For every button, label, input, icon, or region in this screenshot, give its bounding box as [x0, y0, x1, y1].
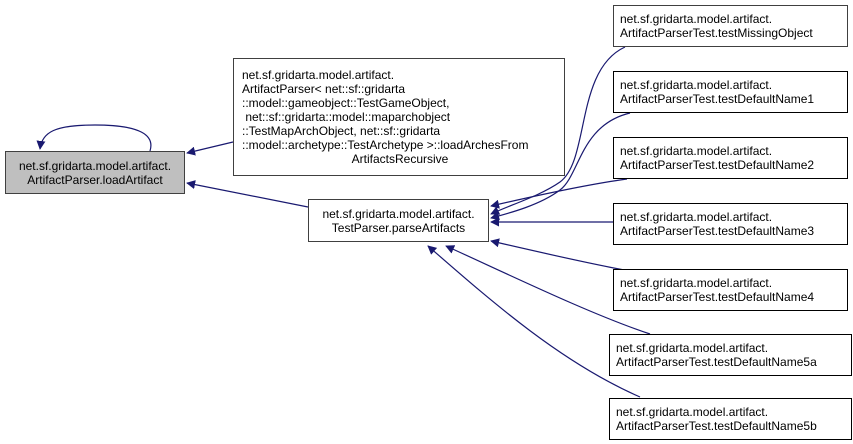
- node-label-line: net.sf.gridarta.model.artifact.: [322, 206, 475, 221]
- node-test-default-name-5a[interactable]: net.sf.gridarta.model.artifact. Artifact…: [609, 334, 852, 376]
- node-test-default-name-2[interactable]: net.sf.gridarta.model.artifact. Artifact…: [613, 137, 848, 179]
- edge-testDefaultName4-to-parseArtifacts: [490, 238, 631, 272]
- node-label-line: ArtifactParser.loadArtifact: [27, 172, 163, 187]
- node-label-line: ArtifactParserTest.testDefaultName3: [620, 224, 815, 238]
- edge-testDefaultName2-to-parseArtifacts: [490, 178, 628, 209]
- node-label-line: net.sf.gridarta.model.artifact.: [18, 158, 172, 173]
- node-label-line: ArtifactParserTest.testDefaultName5a: [616, 355, 817, 369]
- node-parse-artifacts[interactable]: net.sf.gridarta.model.artifact. TestPars…: [308, 199, 489, 242]
- node-label-line: ::model::gameobject::TestGameObject,: [242, 96, 450, 110]
- edge-parseArtifacts-to-loadArtifact: [186, 180, 309, 208]
- node-test-missing-object[interactable]: net.sf.gridarta.model.artifact. Artifact…: [613, 5, 848, 47]
- node-label-line: net.sf.gridarta.model.artifact.: [620, 12, 773, 26]
- node-label-line: net.sf.gridarta.model.artifact.: [620, 78, 773, 92]
- edge-testMissingObject-to-parseArtifacts: [490, 46, 626, 215]
- node-label-line: ArtifactParserTest.testDefaultName2: [620, 158, 815, 172]
- node-label-line: net.sf.gridarta.model.artifact.: [620, 210, 773, 224]
- node-label-line: TestParser.parseArtifacts: [331, 220, 466, 235]
- node-label-line: net.sf.gridarta.model.artifact.: [620, 144, 773, 158]
- edge-loadArchesFromArtifactsRecursive-to-loadArtifact: [186, 141, 234, 156]
- node-test-default-name-5b[interactable]: net.sf.gridarta.model.artifact. Artifact…: [609, 398, 852, 440]
- edge-testDefaultName1-to-parseArtifacts: [490, 112, 631, 221]
- node-label-line: ArtifactParserTest.testMissingObject: [620, 26, 813, 40]
- node-label-line: ::TestMapArchObject, net::sf::gridarta: [242, 124, 441, 138]
- node-label-line: ::model::archetype::TestArchetype >::loa…: [242, 138, 529, 152]
- node-label-line: net.sf.gridarta.model.artifact.: [620, 276, 773, 290]
- node-label-line: net.sf.gridarta.model.artifact.: [616, 405, 769, 419]
- node-label-line: ArtifactParserTest.testDefaultName1: [620, 92, 815, 106]
- edge-testDefaultName5b-to-parseArtifacts: [427, 245, 641, 398]
- node-load-arches-from-artifacts-recursive[interactable]: net.sf.gridarta.model.artifact. Artifact…: [233, 58, 565, 176]
- edge-loadArtifact-to-loadArtifact: [36, 124, 152, 152]
- node-test-default-name-3[interactable]: net.sf.gridarta.model.artifact. Artifact…: [613, 203, 848, 245]
- node-test-default-name-1[interactable]: net.sf.gridarta.model.artifact. Artifact…: [613, 71, 848, 113]
- node-test-default-name-4[interactable]: net.sf.gridarta.model.artifact. Artifact…: [613, 269, 848, 311]
- node-label-line: net::sf::gridarta::model::maparchobject: [242, 110, 451, 124]
- edge-testDefaultName5a-to-parseArtifacts: [445, 245, 651, 335]
- node-label-line: net.sf.gridarta.model.artifact.: [616, 341, 769, 355]
- node-label-line: ArtifactParser< net::sf::gridarta: [242, 82, 406, 96]
- node-label-line: ArtifactParserTest.testDefaultName4: [620, 290, 815, 304]
- node-label-line: ArtifactParserTest.testDefaultName5b: [616, 419, 817, 433]
- node-label-line: net.sf.gridarta.model.artifact.: [242, 68, 395, 82]
- node-label-line: ArtifactsRecursive: [351, 152, 449, 166]
- node-load-artifact[interactable]: net.sf.gridarta.model.artifact. Artifact…: [5, 151, 185, 194]
